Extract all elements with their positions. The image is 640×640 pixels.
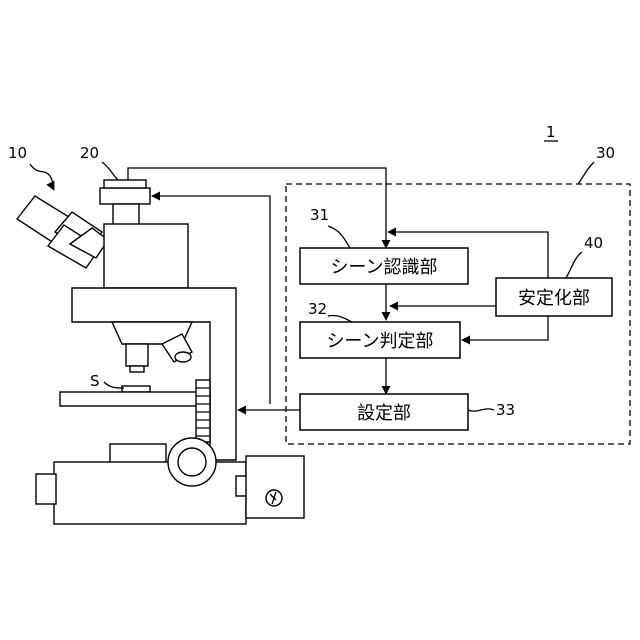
eyepiece bbox=[17, 196, 108, 268]
microscope-base bbox=[54, 462, 246, 524]
label-camera: 20 bbox=[80, 144, 99, 162]
focus-knob bbox=[168, 438, 216, 486]
specimen-slide bbox=[122, 386, 150, 392]
microscope-drawing bbox=[17, 180, 304, 524]
stage-support bbox=[110, 444, 166, 464]
label-scene-judgment: 32 bbox=[308, 300, 327, 318]
control-box bbox=[246, 456, 304, 518]
label-scene-recognition: 31 bbox=[310, 206, 329, 224]
label-microscope: 10 bbox=[8, 144, 27, 162]
scene-judgment-text: シーン判定部 bbox=[326, 331, 433, 352]
camera bbox=[100, 180, 150, 226]
block-scene-judgment: シーン判定部 bbox=[300, 322, 460, 358]
microscope-head bbox=[104, 224, 188, 288]
label-specimen: S bbox=[90, 372, 100, 390]
focus-rack bbox=[196, 380, 210, 442]
stage bbox=[60, 392, 210, 406]
label-controller: 30 bbox=[596, 144, 615, 162]
label-system: 1 bbox=[546, 123, 556, 141]
lamp-port bbox=[36, 474, 56, 504]
setting-text: 設定部 bbox=[357, 403, 411, 424]
block-setting: 設定部 bbox=[300, 394, 468, 430]
label-stabilizer: 40 bbox=[584, 234, 603, 252]
block-scene-recognition: シーン認識部 bbox=[300, 248, 468, 284]
label-setting: 33 bbox=[496, 401, 515, 419]
stabilizer-text: 安定化部 bbox=[518, 288, 590, 309]
block-stabilizer: 安定化部 bbox=[496, 278, 612, 316]
scene-recognition-text: シーン認識部 bbox=[330, 257, 437, 278]
